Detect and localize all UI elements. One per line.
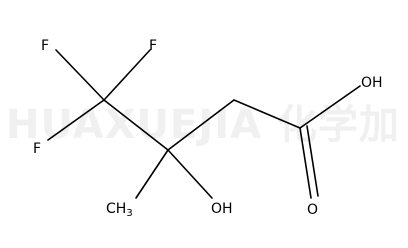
atom-f3: F	[33, 141, 41, 157]
bond-cf3-cq	[103, 99, 169, 151]
bond-cq-ch2	[167, 99, 235, 151]
watermark: HUAXUEJIA 化学加	[6, 102, 400, 148]
atom-ch3: CH3	[106, 201, 133, 219]
atom-ch3-sub: 3	[126, 208, 132, 219]
bond-cq-ch3	[135, 149, 169, 199]
atom-labels: F F F OH OH O CH3	[33, 38, 383, 219]
atom-ch3-main: CH	[106, 201, 126, 217]
bond-cq-oh	[167, 149, 213, 199]
bond-ch2-ccooh	[233, 99, 301, 129]
bond-ccooh-oh	[299, 85, 361, 129]
bond-ccooh-o-b	[306, 125, 319, 197]
bond-ccooh-o-a	[299, 127, 312, 199]
atom-o-carbonyl: O	[307, 202, 318, 218]
bond-cf3-f3	[47, 99, 105, 141]
bond-cf3-f1	[55, 49, 105, 101]
atom-f1: F	[41, 38, 49, 54]
atom-oh-alcohol: OH	[211, 201, 233, 217]
atom-f2: F	[149, 38, 157, 54]
bond-cf3-f2	[103, 49, 151, 101]
atom-oh-acid: OH	[361, 75, 383, 91]
bonds	[47, 49, 361, 199]
